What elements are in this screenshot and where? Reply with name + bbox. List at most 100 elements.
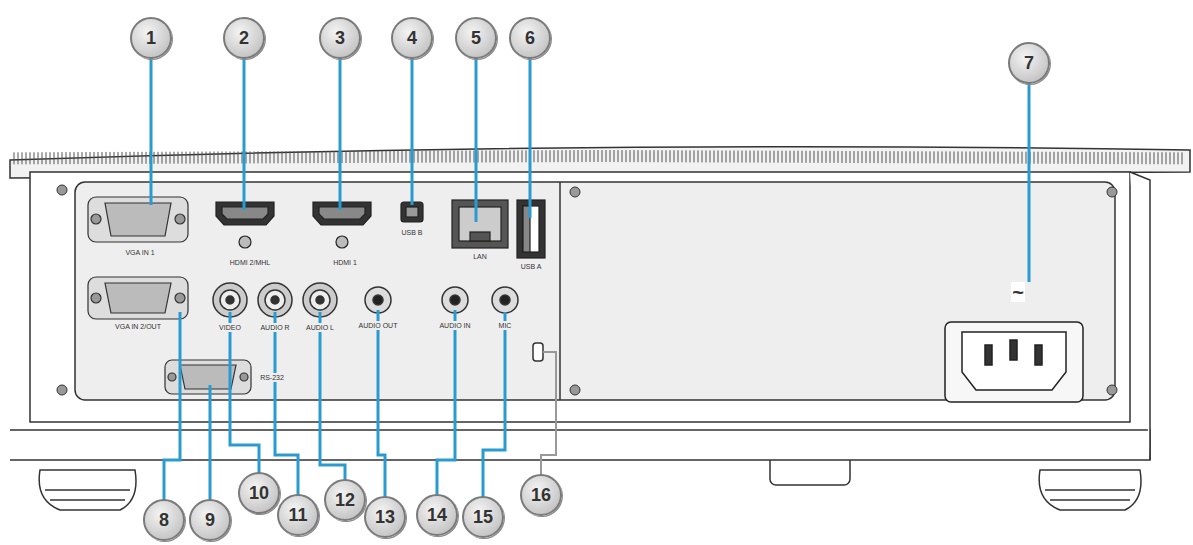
security-lock xyxy=(533,343,543,361)
vent-rib xyxy=(1074,152,1075,164)
vent-rib xyxy=(134,152,135,164)
vent-rib xyxy=(806,151,807,163)
vent-rib xyxy=(914,151,915,163)
vent-rib xyxy=(1126,152,1127,164)
vent-rib xyxy=(634,150,635,162)
vent-rib xyxy=(182,152,183,164)
vent-rib xyxy=(570,150,571,162)
vent-rib xyxy=(558,150,559,162)
vent-rib xyxy=(302,151,303,163)
vent-rib xyxy=(30,152,31,164)
vent-rib xyxy=(990,152,991,164)
vent-rib xyxy=(706,150,707,162)
vent-rib xyxy=(338,151,339,163)
vent-rib xyxy=(142,152,143,164)
vent-rib xyxy=(962,151,963,163)
vent-rib xyxy=(762,151,763,163)
vent-rib xyxy=(974,151,975,163)
vent-rib xyxy=(326,151,327,163)
vent-rib xyxy=(690,150,691,162)
port-label: HDMI 2/MHL xyxy=(229,258,271,267)
vent-rib xyxy=(1134,152,1135,164)
vent-rib xyxy=(442,151,443,163)
rs232-port xyxy=(165,360,251,394)
vent-rib xyxy=(434,151,435,163)
vent-rib xyxy=(346,151,347,163)
vent-rib xyxy=(742,151,743,163)
callout-circle: 13 xyxy=(364,496,406,538)
vent-rib xyxy=(254,151,255,163)
vent-rib xyxy=(414,151,415,163)
vent-rib xyxy=(370,151,371,163)
vent-rib xyxy=(158,152,159,164)
callout-number: 6 xyxy=(525,28,535,49)
vent-rib xyxy=(858,151,859,163)
callout-circle: 12 xyxy=(324,479,366,521)
port-label: AUDIO OUT xyxy=(358,321,399,330)
vent-rib xyxy=(622,150,623,162)
vent-rib xyxy=(770,151,771,163)
vent-rib xyxy=(50,152,51,164)
vent-rib xyxy=(894,151,895,163)
vent-rib xyxy=(1146,152,1147,164)
vent-rib xyxy=(394,151,395,163)
port-label: RS-232 xyxy=(259,373,285,382)
port-label: MIC xyxy=(498,321,513,330)
callout-number: 2 xyxy=(239,28,249,49)
vent-rib xyxy=(734,151,735,163)
vent-rib xyxy=(430,151,431,163)
vent-rib xyxy=(170,152,171,164)
vent-rib xyxy=(582,150,583,162)
callout-circle: 9 xyxy=(189,499,231,541)
vent-rib xyxy=(38,152,39,164)
vent-rib xyxy=(662,150,663,162)
vent-rib xyxy=(1158,152,1159,164)
vent-rib xyxy=(70,152,71,164)
callout-circle: 2 xyxy=(223,17,265,59)
callout-circle: 4 xyxy=(391,17,433,59)
vent-rib xyxy=(534,150,535,162)
vent-rib xyxy=(230,151,231,163)
vent-rib xyxy=(610,150,611,162)
vent-rib xyxy=(726,151,727,163)
vent-rib xyxy=(374,151,375,163)
vent-rib xyxy=(34,152,35,164)
vent-rib xyxy=(1150,152,1151,164)
vent-rib xyxy=(958,151,959,163)
port-label: AUDIO IN xyxy=(438,321,471,330)
usb-lan-port xyxy=(401,200,545,258)
callout-number: 15 xyxy=(473,507,493,528)
callout-number: 9 xyxy=(205,510,215,531)
vent-rib xyxy=(202,152,203,164)
vent-rib xyxy=(574,150,575,162)
port-label: AUDIO R xyxy=(259,323,290,332)
callout-number: 10 xyxy=(249,483,269,504)
vent-rib xyxy=(526,150,527,162)
port-label: VIDEO xyxy=(218,323,242,332)
callout-number: 16 xyxy=(531,485,551,506)
vent-rib xyxy=(422,151,423,163)
vent-rib xyxy=(18,152,19,164)
vent-rib xyxy=(866,151,867,163)
vent-rib xyxy=(510,150,511,162)
vent-rib xyxy=(102,152,103,164)
callout-number: 12 xyxy=(335,490,355,511)
vent-rib xyxy=(362,151,363,163)
vent-rib xyxy=(710,150,711,162)
vent-rib xyxy=(878,151,879,163)
vent-rib xyxy=(1166,152,1167,164)
vent-rib xyxy=(1174,152,1175,164)
vent-rib xyxy=(1066,152,1067,164)
vent-rib xyxy=(1042,152,1043,164)
callout-circle: 15 xyxy=(462,496,504,538)
vent-rib xyxy=(790,151,791,163)
vent-rib xyxy=(646,150,647,162)
vent-rib xyxy=(966,151,967,163)
vent-rib xyxy=(46,152,47,164)
vent-rib xyxy=(1110,152,1111,164)
vent-rib xyxy=(714,150,715,162)
vent-rib xyxy=(330,151,331,163)
vent-rib xyxy=(490,150,491,162)
vent-rib xyxy=(934,151,935,163)
